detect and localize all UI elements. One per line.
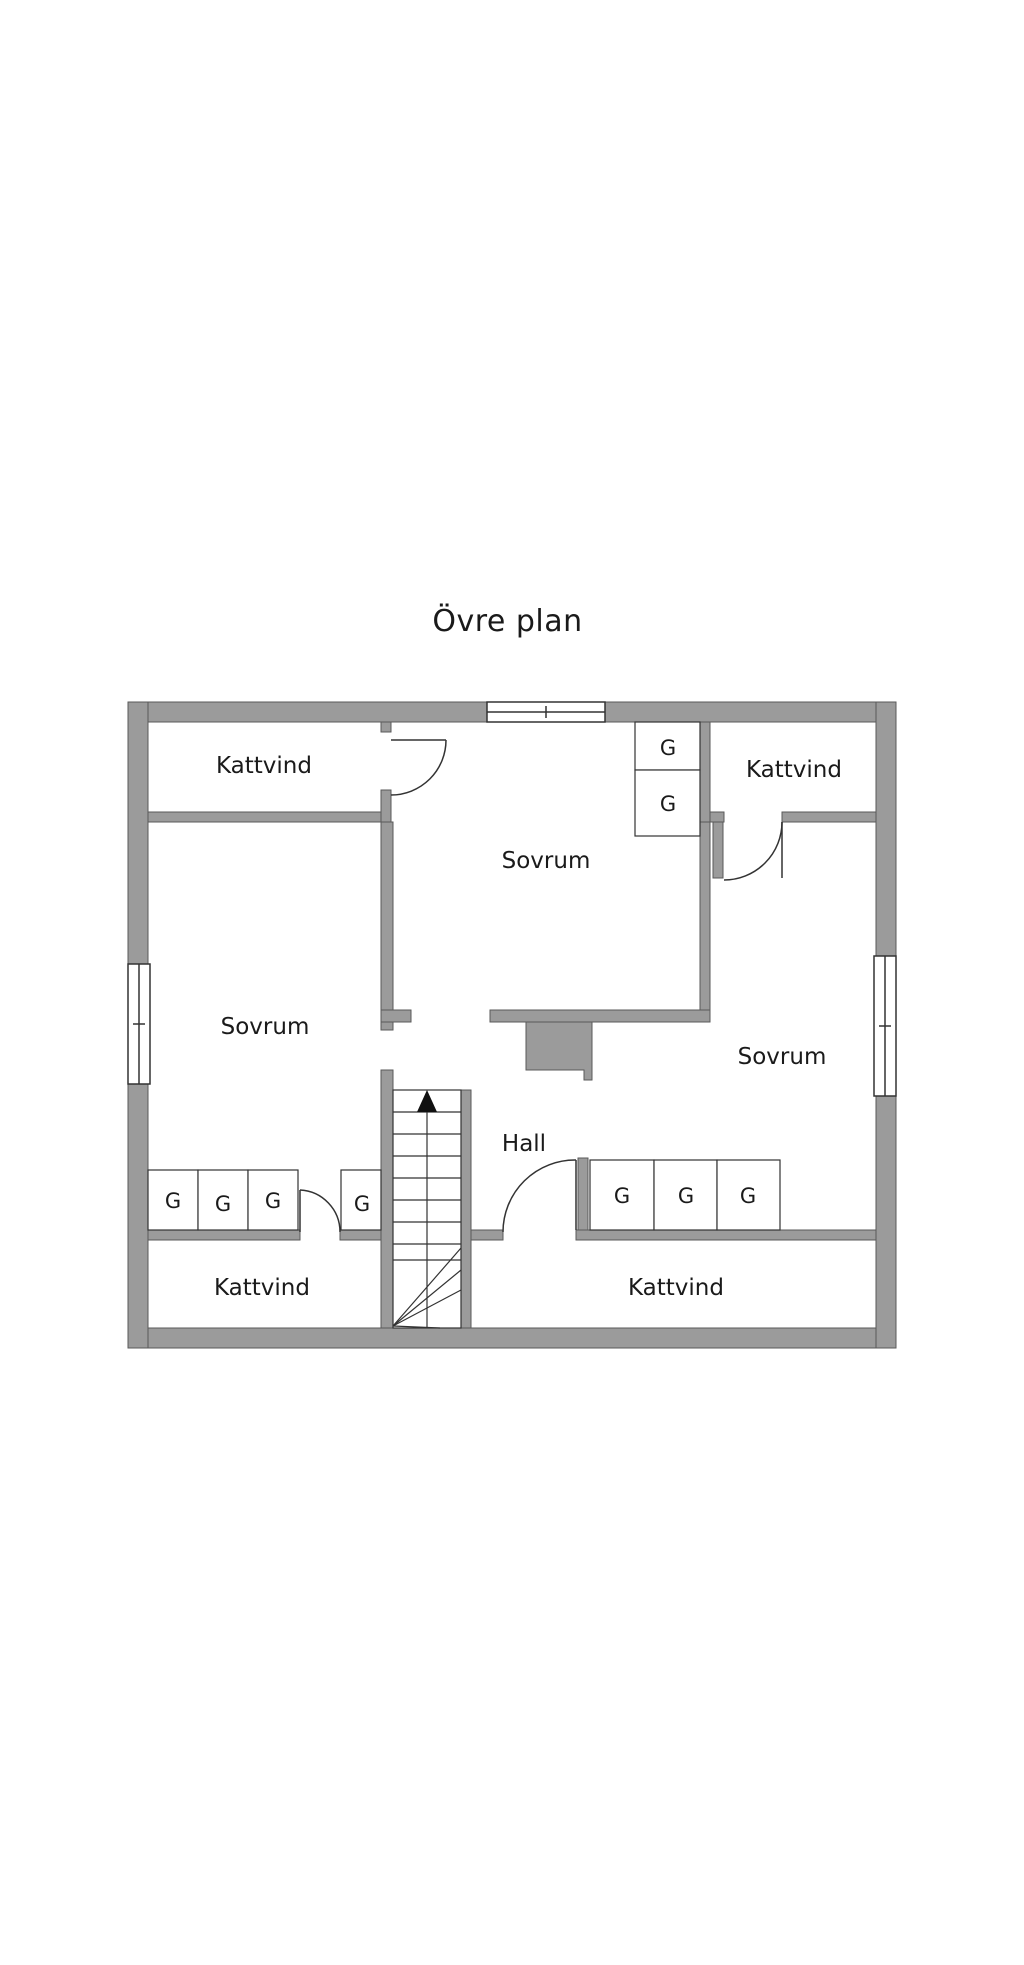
wardrobe-top-1 [634,721,701,771]
staircase [392,1089,462,1329]
wardrobe-bottom-right-2 [653,1159,718,1231]
wardrobe-bottom-left-2 [197,1169,249,1231]
doors [299,739,783,1233]
wardrobe-bottom-right-3 [716,1159,781,1231]
room-label-sovrum-right: Sovrum [738,1044,827,1070]
wardrobe-label: G [660,736,676,760]
wardrobes [147,721,781,1231]
wardrobe-bottom-left-3 [247,1169,299,1231]
stair-direction-arrow-icon [417,1090,437,1112]
room-labels: Kattvind Kattvind Sovrum Sovrum Sovrum H… [214,753,842,1301]
interior-walls [147,721,877,1329]
room-label-kattvind-top-right: Kattvind [746,757,842,783]
wardrobe-label: G [614,1184,630,1208]
door-top-left-kattvind [390,739,447,796]
wardrobe-bottom-single [340,1169,382,1231]
room-label-kattvind-bottom-right: Kattvind [628,1275,724,1301]
wardrobe-label: G [740,1184,756,1208]
room-label-kattvind-bottom-left: Kattvind [214,1275,310,1301]
door-top-right-kattvind [723,821,783,881]
room-label-hall: Hall [502,1131,546,1157]
wardrobe-label: G [660,792,676,816]
room-label-sovrum-left: Sovrum [221,1014,310,1040]
door-bottom-left [299,1189,341,1233]
wardrobe-top-2 [634,769,701,837]
window-top [486,701,606,723]
wardrobe-bottom-right-1 [589,1159,655,1231]
window-left [127,963,151,1085]
wardrobe-label: G [165,1189,181,1213]
windows [127,701,897,1097]
door-hall [502,1159,577,1233]
room-label-kattvind-top-left: Kattvind [216,753,312,779]
floor-plan-title: Övre plan [432,604,583,639]
wardrobe-label: G [678,1184,694,1208]
wardrobe-labels: G G G G G G G G G [165,736,756,1216]
wardrobe-label: G [215,1192,231,1216]
room-label-sovrum-top: Sovrum [502,848,591,874]
wardrobe-label: G [265,1189,281,1213]
wardrobe-label: G [354,1192,370,1216]
wardrobe-bottom-left-1 [147,1169,199,1231]
window-right [873,955,897,1097]
